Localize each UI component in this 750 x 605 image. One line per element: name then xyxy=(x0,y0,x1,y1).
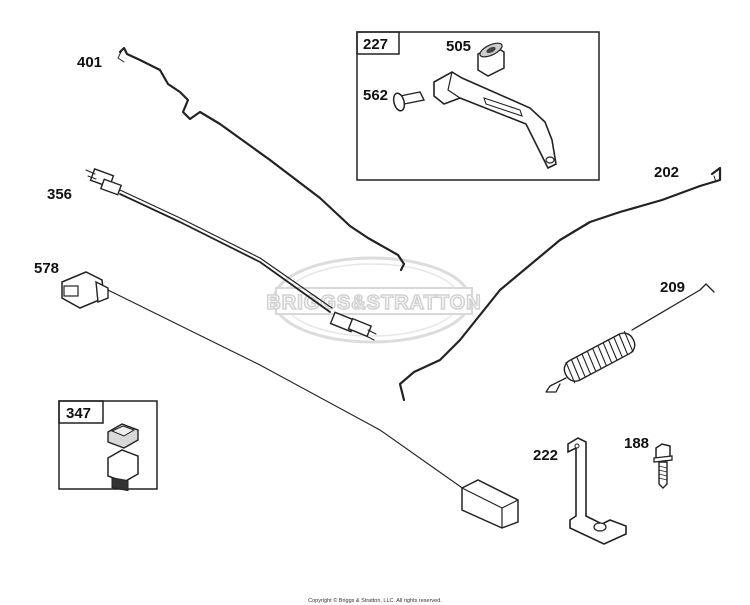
kit-box-347 xyxy=(58,400,158,490)
label-202: 202 xyxy=(654,164,679,181)
part-578-switch-cable[interactable] xyxy=(61,271,519,529)
label-562: 562 xyxy=(363,87,388,104)
part-401-rod[interactable] xyxy=(117,46,406,272)
label-188: 188 xyxy=(624,435,649,452)
part-347-switch-housing[interactable] xyxy=(107,449,139,492)
kit-box-227-tag xyxy=(356,31,400,55)
label-578: 578 xyxy=(34,260,59,277)
part-202-rod[interactable] xyxy=(398,166,722,402)
copyright-notice: Copyright © Briggs & Stratton, LLC. All … xyxy=(308,597,442,604)
kit-box-347-tag xyxy=(58,400,104,424)
brand-watermark: BRIGGS&STRATTON xyxy=(266,256,481,344)
label-505: 505 xyxy=(446,38,471,55)
label-401: 401 xyxy=(77,54,102,71)
part-227-lever[interactable] xyxy=(433,71,557,170)
label-356: 356 xyxy=(47,186,72,203)
part-505-bushing[interactable] xyxy=(477,40,505,77)
watermark-text: BRIGGS&STRATTON xyxy=(266,292,481,314)
part-356-harness[interactable] xyxy=(85,168,377,341)
label-347: 347 xyxy=(66,405,91,422)
part-188-bolt[interactable] xyxy=(653,443,673,489)
part-347-button-cap[interactable] xyxy=(107,423,139,449)
label-209: 209 xyxy=(660,279,685,296)
label-227: 227 xyxy=(363,36,388,53)
part-209-spring[interactable] xyxy=(545,283,715,393)
part-562-pin[interactable] xyxy=(392,91,426,112)
kit-box-227 xyxy=(356,31,600,181)
label-222: 222 xyxy=(533,447,558,464)
part-222-bracket[interactable] xyxy=(567,437,627,545)
